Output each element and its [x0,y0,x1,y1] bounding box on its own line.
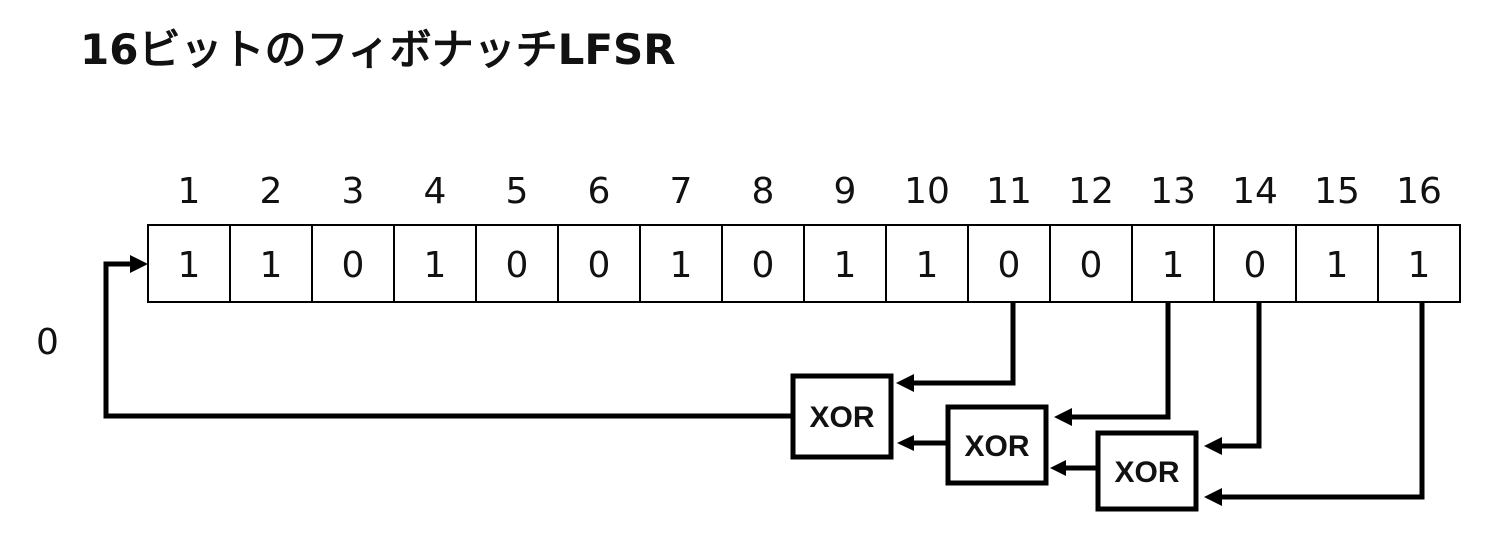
arrowhead-tap-11 [896,374,914,392]
register-bit-value: 1 [424,245,447,286]
tap-wire-bit-16 [1220,302,1425,500]
register-index-2: 2 [260,171,283,212]
register-bit-value: 1 [178,245,201,286]
register-index-4: 4 [424,171,447,212]
register-cell: 0 [1213,224,1297,303]
register-cell-box [803,224,887,303]
register-cell: 0 [721,224,805,303]
register-bit-value: 0 [1244,245,1267,286]
register-cell: 1 [639,224,723,303]
register-cell: 0 [311,224,395,303]
register-bit-value: 0 [752,245,775,286]
register-bit-value: 1 [1162,245,1185,286]
side-label-zero: 0 [36,322,59,363]
register-index-6: 6 [588,171,611,212]
register-cell: 0 [967,224,1051,303]
arrowhead-xor2-to-xor1 [897,435,914,451]
register-cell-box [1377,224,1461,303]
register-bit-value: 1 [834,245,857,286]
xor-gate-2: XOR [945,404,1049,486]
register-cell-box [1213,224,1297,303]
register-cell-box [639,224,723,303]
register-bit-value: 1 [1326,245,1349,286]
register-bit-value: 0 [506,245,529,286]
register-index-14: 14 [1232,171,1278,212]
register-cell-box [475,224,559,303]
register-cell: 1 [229,224,313,303]
register-cell: 1 [147,224,231,303]
register-index-16: 16 [1396,171,1442,212]
xor-gate-3-label: XOR [1114,456,1179,489]
register-bit-value: 1 [260,245,283,286]
arrowhead-tap-16 [1204,488,1222,506]
register-cell-box [229,224,313,303]
register-cell: 0 [1049,224,1133,303]
tap-wire-bit-14 [1220,302,1262,449]
register-bit-value: 1 [916,245,939,286]
arrowhead-tap-14 [1204,437,1222,455]
register-index-9: 9 [834,171,857,212]
register-index-15: 15 [1314,171,1360,212]
xor-gate-3: XOR [1095,430,1199,512]
register-cell-box [1131,224,1215,303]
register-cell: 1 [885,224,969,303]
register-index-1: 1 [178,171,201,212]
register-cell-box [311,224,395,303]
register-bit-value: 0 [588,245,611,286]
register-cell: 1 [1131,224,1215,303]
register-index-7: 7 [670,171,693,212]
register-cell: 0 [475,224,559,303]
register-cell-box [885,224,969,303]
xor-gate-1: XOR [790,373,894,460]
register-cell-box [721,224,805,303]
register-bit-value: 0 [1080,245,1103,286]
register-cell-box [557,224,641,303]
xor-gate-1-label: XOR [809,401,874,434]
tap-wire-bit-11 [912,302,1016,386]
register-index-3: 3 [342,171,365,212]
register-index-5: 5 [506,171,529,212]
register-cell: 0 [557,224,641,303]
diagram-title: 16ビットのフィボナッチLFSR [80,25,676,74]
register-index-13: 13 [1150,171,1196,212]
arrowhead-xor3-to-xor2 [1050,460,1066,476]
register-cell-box [147,224,231,303]
register-index-10: 10 [904,171,950,212]
feedback-wire-to-bit-1 [103,261,793,419]
register-cell: 1 [1377,224,1461,303]
register-cell: 1 [803,224,887,303]
feedback-wires [103,255,1425,506]
tap-wire-bit-13 [1070,302,1171,420]
register-cell: 1 [1295,224,1379,303]
register-bit-value: 1 [670,245,693,286]
register-cell-box [1049,224,1133,303]
xor-gate-2-label: XOR [964,430,1029,463]
register-index-12: 12 [1068,171,1114,212]
register-bit-value: 0 [998,245,1021,286]
register-index-11: 11 [986,171,1032,212]
register-bit-value: 0 [342,245,365,286]
register-index-8: 8 [752,171,775,212]
register-cell: 1 [393,224,477,303]
arrowhead-feedback [130,255,148,273]
register-bit-value: 1 [1408,245,1431,286]
arrowhead-tap-13 [1054,408,1072,426]
register-cells: 1 1 0 1 0 0 1 0 1 1 0 0 1 0 1 1 [147,224,1461,303]
